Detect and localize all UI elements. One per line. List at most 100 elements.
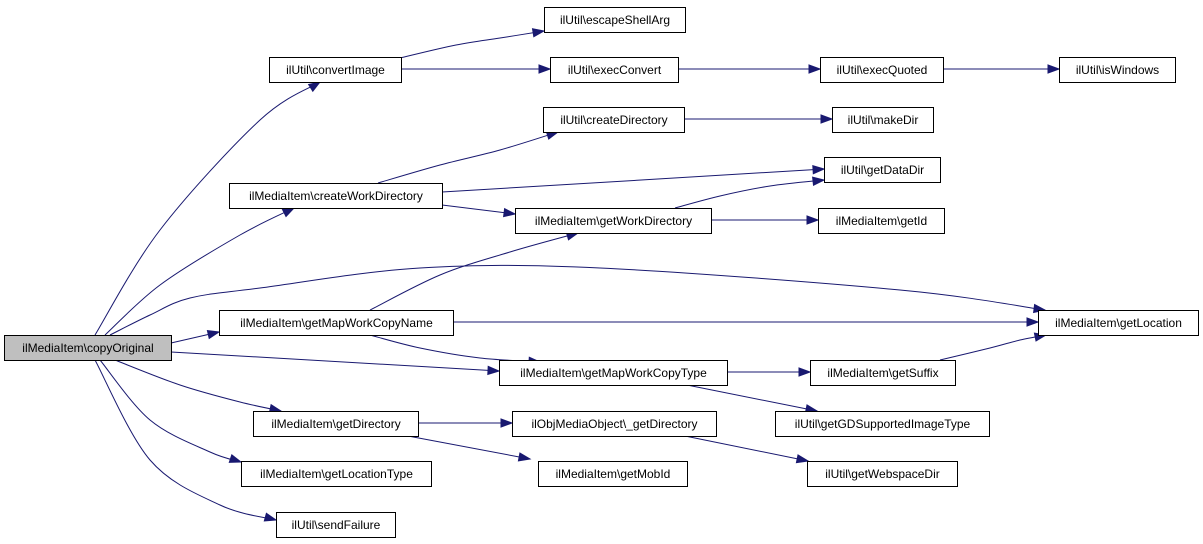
edge-line — [684, 435, 809, 462]
node-getWorkDirectory[interactable]: ilMediaItem\getWorkDirectory — [515, 208, 712, 234]
edge-getDirectory-to-getMobId — [407, 435, 532, 462]
call-graph-edges — [94, 28, 1061, 522]
edge-createDirectory-to-makeDir — [684, 114, 834, 124]
call-graph-nodes: ilMediaItem\copyOriginal ilUtil\convertIm… — [4, 7, 1199, 538]
edge-createWorkDirectory-to-getDataDir — [441, 165, 826, 193]
node-box — [4, 335, 172, 361]
node-label: ilMediaItem\getWorkDirectory — [535, 214, 692, 228]
node-box — [499, 360, 728, 386]
arrowhead-icon — [263, 512, 278, 522]
edge-line — [686, 384, 818, 412]
edge-copyOriginal-to-sendFailure — [94, 359, 278, 522]
edge-line — [94, 359, 277, 521]
node-box — [544, 7, 686, 33]
node-getId[interactable]: ilMediaItem\getId — [818, 208, 945, 234]
node-label: ilUtil\getGDSupportedImageType — [795, 417, 971, 431]
edge-getMapWorkCopyName-to-getWorkDirectory — [369, 231, 580, 311]
node-box — [810, 360, 956, 386]
node-getLocationType[interactable]: ilMediaItem\getLocationType — [241, 461, 432, 487]
arrowhead-icon — [500, 418, 514, 428]
edge-copyOriginal-to-getMapWorkCopyName — [170, 330, 221, 344]
node-box — [241, 461, 432, 487]
edge-copyOriginal-to-getDirectory — [114, 359, 283, 414]
edge-line — [407, 435, 531, 460]
edge-objGetDirectory-to-getWebspaceDir — [684, 435, 810, 464]
edge-createWorkDirectory-to-getWorkDirectory — [441, 204, 517, 218]
node-label: ilMediaItem\getMobId — [556, 467, 671, 481]
node-copyOriginal[interactable]: ilMediaItem\copyOriginal — [4, 335, 172, 361]
node-box — [512, 411, 717, 437]
node-label: ilMediaItem\getId — [836, 214, 927, 228]
edge-line — [441, 168, 825, 193]
arrowhead-icon — [281, 207, 296, 218]
node-label: ilMediaItem\copyOriginal — [22, 341, 153, 355]
edge-copyOriginal-to-getLocationType — [99, 359, 243, 463]
node-box — [219, 310, 454, 336]
node-escapeShellArg[interactable]: ilUtil\escapeShellArg — [544, 7, 686, 33]
edge-line — [170, 351, 500, 372]
edge-getDirectory-to-objGetDirectory — [418, 418, 514, 428]
arrowhead-icon — [517, 452, 532, 462]
edge-getMapWorkCopyName-to-getLocation — [453, 317, 1040, 327]
node-box — [820, 57, 944, 83]
node-label: ilMediaItem\getDirectory — [271, 417, 400, 431]
node-getLocation[interactable]: ilMediaItem\getLocation — [1038, 310, 1199, 336]
arrowhead-icon — [795, 454, 810, 464]
node-box — [253, 411, 419, 437]
node-box — [276, 512, 396, 538]
edge-createWorkDirectory-to-createDirectory — [377, 130, 560, 184]
node-getDataDir[interactable]: ilUtil\getDataDir — [824, 157, 941, 183]
edge-getMapWorkCopyType-to-getSuffix — [727, 367, 812, 377]
edge-execConvert-to-execQuoted — [678, 64, 822, 74]
node-box — [269, 57, 402, 83]
arrowhead-icon — [487, 365, 501, 376]
node-box — [807, 461, 958, 487]
node-label: ilObjMediaObject\_getDirectory — [531, 417, 697, 431]
node-box — [229, 183, 443, 209]
node-objGetDirectory[interactable]: ilObjMediaObject\_getDirectory — [512, 411, 717, 437]
node-execConvert[interactable]: ilUtil\execConvert — [550, 57, 679, 83]
node-label: ilUtil\getWebspaceDir — [825, 467, 940, 481]
node-makeDir[interactable]: ilUtil\makeDir — [832, 107, 934, 133]
node-box — [550, 57, 679, 83]
arrowhead-icon — [206, 330, 221, 340]
node-createWorkDirectory[interactable]: ilMediaItem\createWorkDirectory — [229, 183, 443, 209]
edge-copyOriginal-to-convertImage — [94, 81, 322, 336]
edge-line — [104, 207, 295, 336]
node-execQuoted[interactable]: ilUtil\execQuoted — [820, 57, 944, 83]
edge-line — [441, 204, 516, 215]
node-label: ilUtil\sendFailure — [292, 518, 381, 532]
node-getDirectory[interactable]: ilMediaItem\getDirectory — [253, 411, 419, 437]
edge-getMapWorkCopyType-to-getGDSupportedImageType — [686, 384, 819, 414]
arrowhead-icon — [820, 114, 834, 124]
node-getMapWorkCopyName[interactable]: ilMediaItem\getMapWorkCopyName — [219, 310, 454, 336]
node-label: ilUtil\isWindows — [1076, 63, 1159, 77]
node-label: ilMediaItem\getMapWorkCopyType — [520, 366, 707, 380]
edge-line — [94, 81, 321, 336]
node-box — [824, 157, 941, 183]
node-label: ilUtil\escapeShellArg — [560, 13, 670, 27]
edge-line — [114, 359, 282, 412]
node-getSuffix[interactable]: ilMediaItem\getSuffix — [810, 360, 956, 386]
node-getWebspaceDir[interactable]: ilUtil\getWebspaceDir — [807, 461, 958, 487]
node-getGDSupportedImageType[interactable]: ilUtil\getGDSupportedImageType — [775, 411, 990, 437]
node-box — [1038, 310, 1199, 336]
node-convertImage[interactable]: ilUtil\convertImage — [269, 57, 402, 83]
arrowhead-icon — [1047, 64, 1061, 74]
node-sendFailure[interactable]: ilUtil\sendFailure — [276, 512, 396, 538]
arrowhead-icon — [1026, 317, 1040, 327]
node-label: ilMediaItem\getLocation — [1055, 316, 1182, 330]
arrowhead-icon — [307, 81, 322, 93]
arrowhead-icon — [538, 64, 552, 74]
node-createDirectory[interactable]: ilUtil\createDirectory — [543, 107, 685, 133]
node-box — [515, 208, 712, 234]
edge-getWorkDirectory-to-getDataDir — [674, 176, 826, 209]
edge-line — [377, 131, 559, 184]
arrowhead-icon — [798, 367, 812, 377]
node-box — [543, 107, 685, 133]
node-getMobId[interactable]: ilMediaItem\getMobId — [538, 461, 688, 487]
node-getMapWorkCopyType[interactable]: ilMediaItem\getMapWorkCopyType — [499, 360, 728, 386]
node-isWindows[interactable]: ilUtil\isWindows — [1059, 57, 1176, 83]
node-box — [1059, 57, 1176, 83]
